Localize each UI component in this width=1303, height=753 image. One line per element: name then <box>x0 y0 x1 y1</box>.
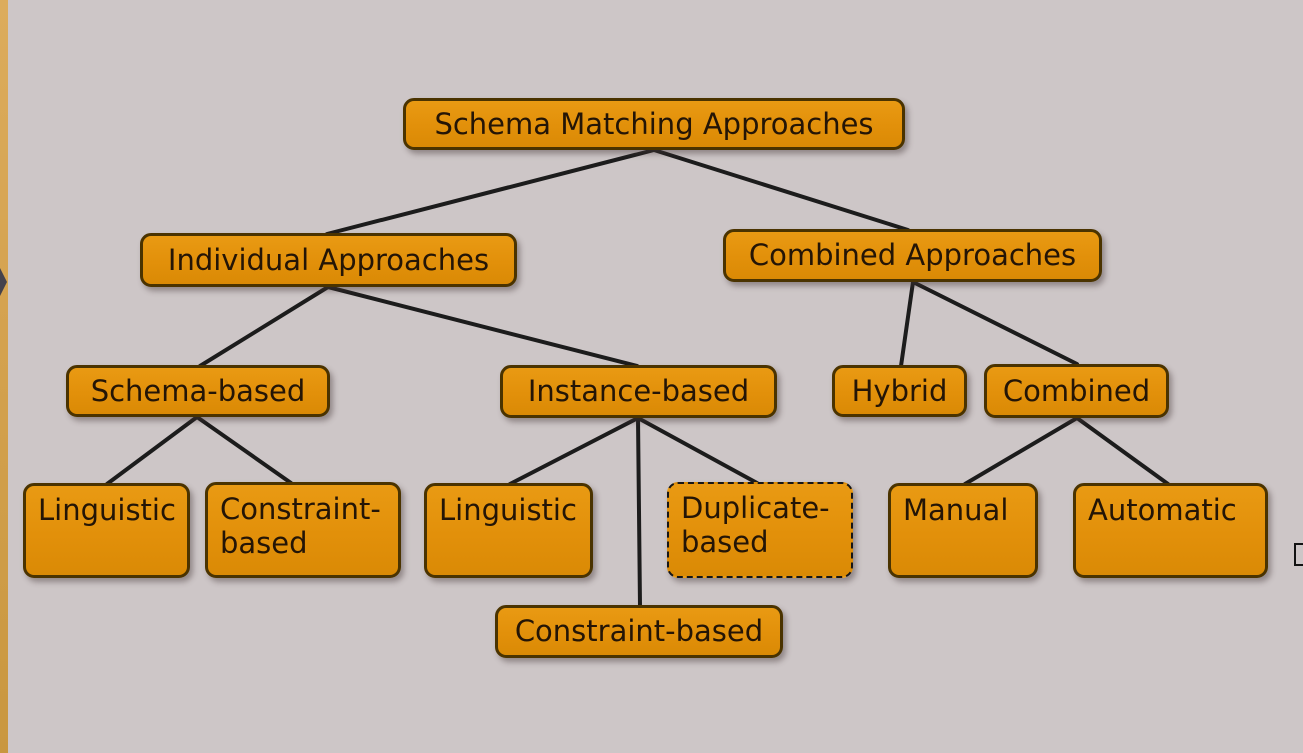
node-label: Instance-based <box>527 374 750 409</box>
text-cursor-artifact <box>1294 543 1303 566</box>
node-label: Linguistic <box>38 493 176 527</box>
node-linguistic-instance: Linguistic <box>424 483 593 578</box>
node-label: Combined Approaches <box>748 238 1077 273</box>
node-manual: Manual <box>888 483 1038 578</box>
node-schema-based: Schema-based <box>66 365 330 417</box>
chevron-right-icon <box>0 268 7 296</box>
node-label: Combined <box>1002 373 1151 408</box>
node-hybrid: Hybrid <box>832 365 967 417</box>
node-root: Schema Matching Approaches <box>403 98 905 150</box>
node-individual: Individual Approaches <box>140 233 517 287</box>
node-combined-approaches: Combined Approaches <box>723 229 1102 282</box>
node-duplicate-based: Duplicate- based <box>667 482 853 578</box>
node-label: Manual <box>903 493 1009 527</box>
node-label: Constraint- based <box>220 492 381 561</box>
node-linguistic-schema: Linguistic <box>23 483 190 578</box>
node-constraint-schema: Constraint- based <box>205 482 401 578</box>
node-label: Individual Approaches <box>167 242 490 277</box>
node-constraint-instance: Constraint-based <box>495 605 783 658</box>
node-instance-based: Instance-based <box>500 365 777 418</box>
node-label: Automatic <box>1088 493 1237 527</box>
left-edge-strip <box>0 0 8 753</box>
node-automatic: Automatic <box>1073 483 1268 578</box>
node-label: Duplicate- based <box>681 491 830 560</box>
node-label: Schema-based <box>90 373 306 408</box>
node-label: Constraint-based <box>514 614 764 649</box>
node-label: Schema Matching Approaches <box>434 106 874 141</box>
node-label: Hybrid <box>851 373 948 408</box>
node-combined: Combined <box>984 364 1169 418</box>
node-label: Linguistic <box>439 493 577 527</box>
